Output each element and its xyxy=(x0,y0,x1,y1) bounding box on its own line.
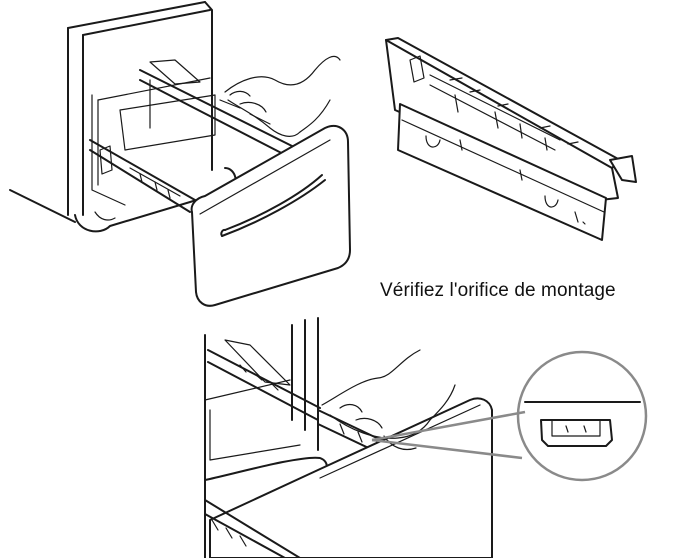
drawer-removal-illustration xyxy=(9,1,351,307)
mounting-rail-illustration xyxy=(385,37,637,241)
mounting-hole-caption: Vérifiez l'orifice de montage xyxy=(380,280,616,301)
mounting-hole-callout xyxy=(371,350,648,482)
drawer-installation-illustration xyxy=(204,317,493,558)
